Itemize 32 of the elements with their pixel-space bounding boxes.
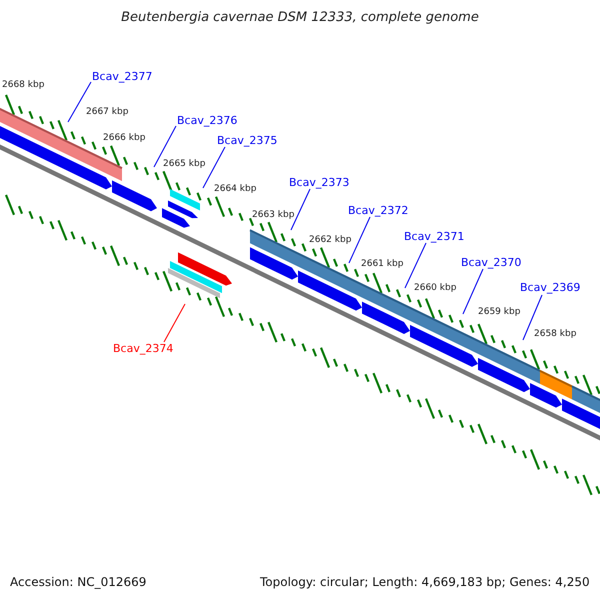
scale-label: 2662 kbp [309,236,352,245]
leader-line [202,146,226,188]
title: Beutenbergia cavernae DSM 12333, complete genome [120,11,480,24]
scale-label: 2659 kbp [478,308,520,317]
scale-label: 2668 kbp [2,81,44,90]
footer-text: Accession: NC_012669 [10,576,146,588]
gene-label: Bcav_2377 [92,71,152,82]
gene-label: Bcav_2372 [348,205,408,216]
gene-label: Bcav_2374 [113,343,174,354]
scale-label: 2660 kbp [414,284,456,293]
scale-label: 2661 kbp [361,260,404,269]
leader-line [404,242,426,288]
gene-label: Bcav_2369 [520,282,580,293]
scale-label: 2658 kbp [534,330,576,339]
leader-line [164,304,186,342]
gene-label: Bcav_2376 [177,115,238,126]
leader-line [154,126,176,168]
leader-line [290,188,310,230]
leader-line [68,82,92,122]
scale-label: 2666 kbp [103,134,146,143]
gene-label: Bcav_2370 [461,257,522,268]
gene-label: Bcav_2373 [289,177,350,188]
scale-label: 2663 kbp [252,211,294,220]
footer-text: Topology: circular; Length: 4,669,183 bp; Genes: 4,250 [260,576,590,588]
leader-line [462,268,484,314]
gene-label: Bcav_2371 [404,231,464,242]
scale-label: 2665 kbp [163,160,206,169]
leader-line [522,294,542,340]
scale-label: 2667 kbp [86,108,128,117]
leader-line [348,216,370,264]
gene-label: Bcav_2375 [217,135,278,146]
scale-label: 2664 kbp [214,185,256,194]
